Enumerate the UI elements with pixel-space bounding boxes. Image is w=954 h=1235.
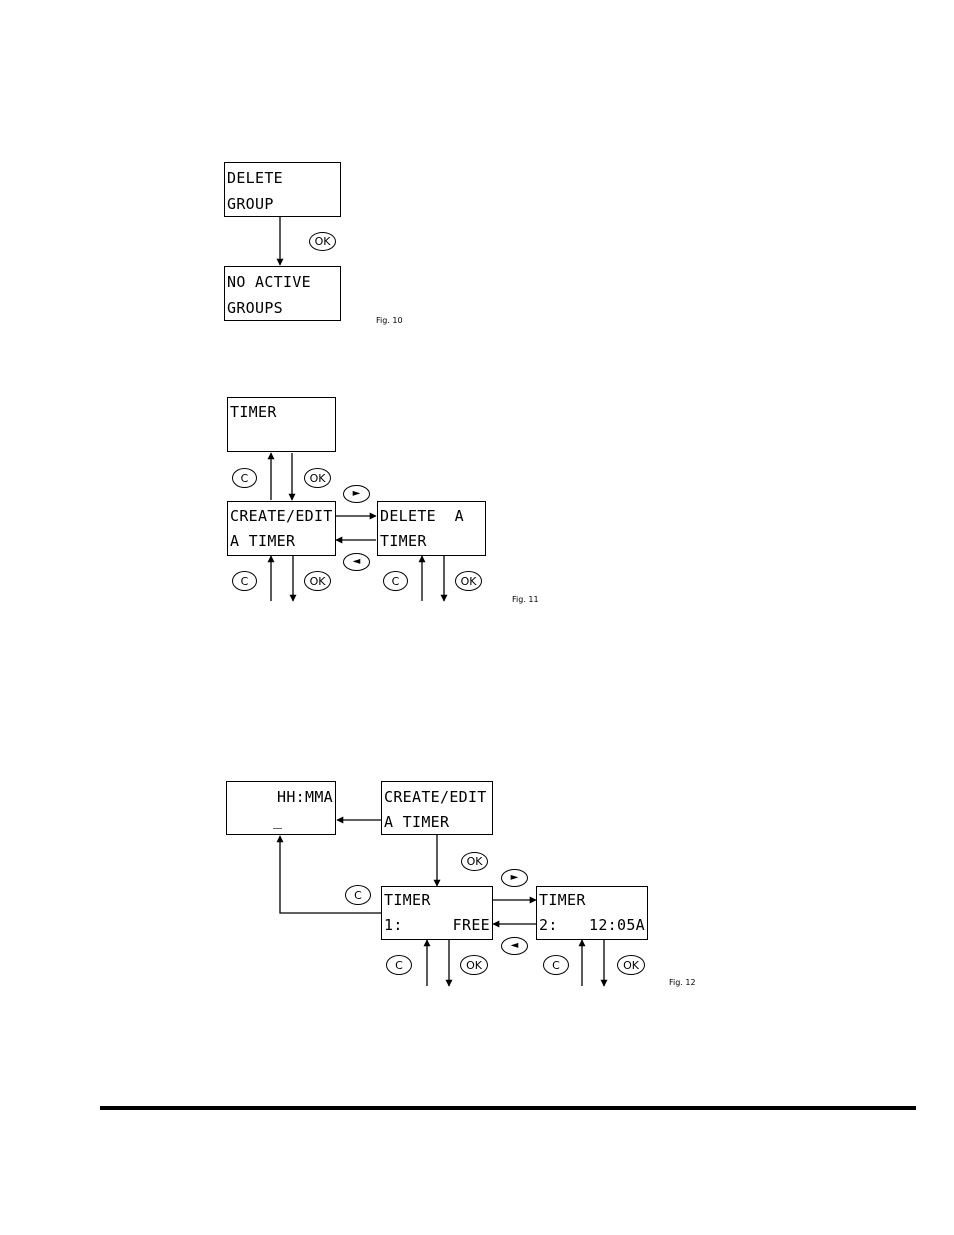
lcd-slot-number: 1: — [384, 916, 403, 934]
ok-button[interactable]: OK — [455, 571, 482, 591]
ok-label: OK — [310, 576, 326, 587]
lcd-cursor: _ — [273, 811, 282, 829]
right-arrow-icon: ► — [353, 489, 361, 499]
c-label: C — [354, 890, 362, 901]
c-button[interactable]: C — [232, 571, 257, 591]
ok-button[interactable]: OK — [309, 232, 336, 251]
lcd-line1: TIMER — [230, 403, 277, 421]
ok-button[interactable]: OK — [461, 852, 488, 871]
ok-button[interactable]: OK — [304, 571, 331, 591]
left-arrow-button[interactable]: ◄ — [343, 553, 370, 571]
c-button[interactable]: C — [383, 571, 408, 591]
lcd-timer: TIMER — [227, 397, 336, 452]
lcd-create-edit-timer: CREATE/EDIT A TIMER — [381, 781, 493, 835]
lcd-delete-a-timer: DELETE A TIMER — [377, 501, 486, 556]
footer-rule — [100, 1106, 916, 1110]
right-arrow-button[interactable]: ► — [501, 869, 528, 887]
c-label: C — [241, 473, 249, 484]
c-button[interactable]: C — [345, 885, 371, 905]
ok-label: OK — [310, 473, 326, 484]
c-label: C — [395, 960, 403, 971]
lcd-delete-group: DELETE GROUP — [224, 162, 341, 217]
ok-label: OK — [467, 856, 483, 867]
figure-label: Fig. 10 — [376, 316, 403, 325]
c-label: C — [241, 576, 249, 587]
lcd-create-edit-timer: CREATE/EDIT A TIMER — [227, 501, 336, 556]
lcd-line2: A TIMER — [230, 532, 295, 550]
lcd-timer-2: TIMER 2: 12:05A — [536, 886, 648, 940]
right-arrow-icon: ► — [511, 873, 519, 883]
lcd-line1: DELETE A — [380, 507, 464, 525]
lcd-line1: TIMER — [384, 891, 431, 909]
lcd-line2: A TIMER — [384, 813, 449, 831]
left-arrow-icon: ◄ — [511, 941, 519, 951]
c-label: C — [392, 576, 400, 587]
lcd-line1: DELETE — [227, 169, 283, 187]
ok-label: OK — [315, 236, 331, 247]
lcd-line1: CREATE/EDIT — [384, 788, 487, 806]
lcd-slot-time: 12:05A — [589, 916, 645, 934]
lcd-no-active-groups: NO ACTIVE GROUPS — [224, 266, 341, 321]
lcd-line1: TIMER — [539, 891, 586, 909]
ok-button[interactable]: OK — [304, 468, 331, 488]
right-arrow-button[interactable]: ► — [343, 485, 370, 503]
ok-label: OK — [623, 960, 639, 971]
figure-label: Fig. 11 — [512, 595, 539, 604]
c-button[interactable]: C — [232, 468, 257, 488]
ok-button[interactable]: OK — [460, 955, 488, 975]
lcd-line1: NO ACTIVE — [227, 273, 311, 291]
ok-button[interactable]: OK — [617, 955, 645, 975]
lcd-slot-status: FREE — [453, 916, 490, 934]
lcd-line2: GROUP — [227, 195, 274, 213]
left-arrow-icon: ◄ — [353, 557, 361, 567]
left-arrow-button[interactable]: ◄ — [501, 937, 528, 955]
lcd-line2: GROUPS — [227, 299, 283, 317]
lcd-line1: HH:MMA — [277, 788, 333, 806]
ok-label: OK — [466, 960, 482, 971]
ok-label: OK — [461, 576, 477, 587]
c-button[interactable]: C — [386, 955, 412, 975]
lcd-time-entry: HH:MMA _ — [226, 781, 336, 835]
lcd-line2: TIMER — [380, 532, 427, 550]
lcd-slot-number: 2: — [539, 916, 558, 934]
c-label: C — [552, 960, 560, 971]
figure-label: Fig. 12 — [669, 978, 696, 987]
lcd-line1: CREATE/EDIT — [230, 507, 333, 525]
c-button[interactable]: C — [543, 955, 569, 975]
lcd-timer-1: TIMER 1: FREE — [381, 886, 493, 940]
